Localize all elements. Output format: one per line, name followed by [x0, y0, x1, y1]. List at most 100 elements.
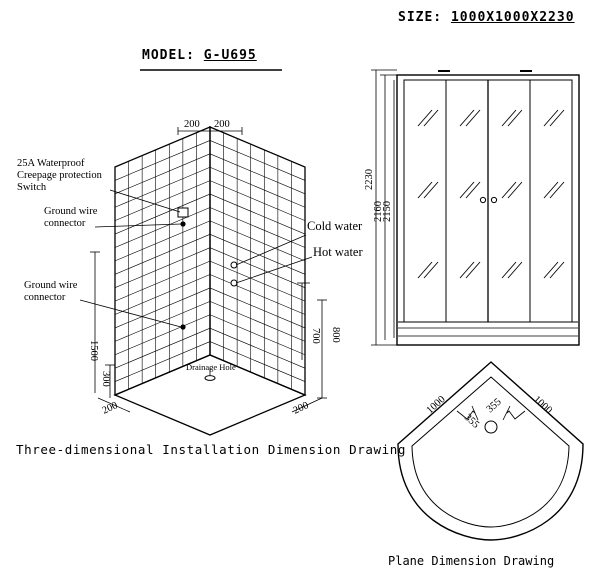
- drainage-hole-icon: [204, 375, 216, 381]
- glass-mark: [465, 109, 481, 127]
- ground-point-1: [180, 221, 186, 227]
- ground-2-leader: [79, 299, 182, 328]
- three-d-fixtures: [177, 207, 238, 381]
- model-prefix: MODEL:: [142, 48, 195, 63]
- left-wall: [114, 126, 211, 396]
- tile-line: [114, 180, 211, 221]
- tile-line: [209, 166, 306, 208]
- glass-mark: [549, 109, 565, 127]
- tile-line: [114, 247, 211, 288]
- glass-mark: [543, 261, 559, 279]
- tile-line: [114, 260, 211, 302]
- tile-line: [114, 140, 211, 181]
- glass-mark: [417, 109, 433, 127]
- floor: [113, 354, 307, 436]
- leader-lines: [79, 189, 313, 375]
- glass-mark: [501, 181, 517, 199]
- tile-line: [209, 153, 306, 195]
- tile-line: [114, 234, 211, 275]
- switch-box-icon: [177, 207, 189, 218]
- dim-h2230: 2230: [364, 169, 375, 190]
- glass-mark: [507, 109, 523, 127]
- tile-line: [209, 301, 306, 342]
- glass-mark: [465, 261, 481, 279]
- tile-line: [209, 140, 306, 181]
- dim-top-left: 200: [184, 119, 200, 130]
- hot-leader: [235, 256, 313, 284]
- dim-top-right: 200: [214, 119, 230, 130]
- ground-1-leader: [94, 223, 182, 228]
- tile-line: [114, 153, 211, 195]
- tile-line: [114, 274, 211, 315]
- ground-point-2: [180, 324, 186, 330]
- dim-plane-left: 1000: [425, 394, 448, 416]
- glass-mark: [501, 261, 517, 279]
- tile-line: [209, 193, 306, 235]
- switch-leader: [109, 189, 181, 213]
- three-d-caption: Three-dimensional Installation Dimension…: [16, 442, 407, 457]
- glass-mark: [459, 261, 475, 279]
- tile-line: [114, 327, 211, 369]
- dim-bottom-left: 200: [101, 400, 120, 417]
- tile-line: [209, 180, 306, 221]
- tile-line: [114, 287, 211, 329]
- plane-inner: [411, 376, 570, 528]
- glass-mark: [465, 181, 481, 199]
- tile-line: [114, 314, 211, 356]
- model-label: MODEL: G-U695: [142, 48, 257, 63]
- dim-h2160: 2160: [373, 201, 384, 222]
- ground-wire-label-1: Ground wire connector: [44, 206, 98, 229]
- dim-plane-d2: 355: [485, 397, 504, 416]
- glass-mark: [507, 181, 523, 199]
- tile-line: [209, 314, 306, 356]
- front-outer-frame: [396, 74, 580, 346]
- hot-water-label: Hot water: [313, 245, 363, 259]
- tile-line: [114, 207, 211, 248]
- cold-leader: [235, 234, 307, 266]
- tile-line: [209, 287, 306, 329]
- three-d-dimension-lines: [90, 127, 327, 413]
- tile-line: [114, 166, 211, 208]
- tile-line: [209, 247, 306, 288]
- tile-line: [114, 341, 211, 382]
- dim-base-left: 300: [100, 371, 111, 387]
- right-wall: [209, 126, 306, 396]
- tile-line: [114, 301, 211, 342]
- tile-line: [209, 327, 306, 369]
- tile-line: [114, 220, 211, 262]
- dim-bottom-right: 200: [292, 400, 311, 417]
- dim-h2150: 2150: [382, 201, 393, 222]
- door-handle-left-icon: [479, 196, 487, 204]
- tile-line: [114, 193, 211, 235]
- glass-mark: [423, 109, 439, 127]
- tile-line: [209, 234, 306, 275]
- dim-right-700: 700: [310, 328, 321, 344]
- glass-mark: [549, 261, 565, 279]
- ground-wire-label-2: Ground wire connector: [24, 280, 78, 303]
- size-prefix: SIZE:: [398, 10, 443, 25]
- front-elevation: [371, 69, 580, 346]
- model-value: G-U695: [203, 48, 257, 63]
- size-value: 1000X1000X2230: [450, 10, 575, 25]
- glass-mark: [423, 261, 439, 279]
- switch-label: 25A Waterproof Creepage protection Switc…: [17, 158, 102, 193]
- glass-mark: [543, 181, 559, 199]
- three-d-drawing: [113, 126, 307, 436]
- glass-mark: [507, 261, 523, 279]
- tile-line: [209, 260, 306, 302]
- door-handle-right-icon: [490, 196, 498, 204]
- tile-line: [209, 207, 306, 248]
- glass-mark: [459, 181, 475, 199]
- dim-plane-right: 1000: [531, 394, 554, 416]
- glass-mark: [501, 109, 517, 127]
- cold-water-label: Cold water: [307, 219, 363, 233]
- dim-plane-d1: 355: [462, 412, 481, 431]
- drainage-hole-label: Drainage Hole: [186, 362, 236, 372]
- glass-reflection-marks: [417, 109, 565, 279]
- plane-drain-icon: [484, 420, 498, 434]
- glass-mark: [417, 261, 433, 279]
- glass-mark: [543, 109, 559, 127]
- tile-line: [209, 220, 306, 262]
- tile-line: [209, 341, 306, 382]
- dim-height-left: 1500: [88, 340, 99, 361]
